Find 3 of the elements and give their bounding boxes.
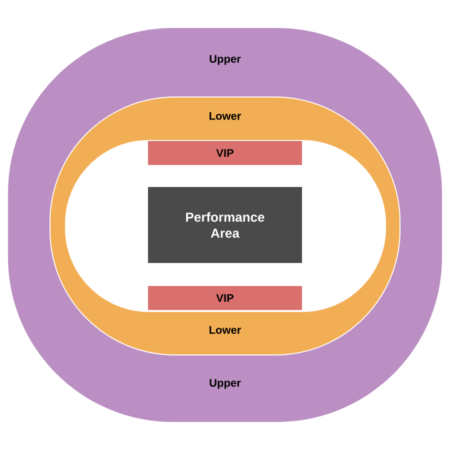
performance-area: Performance Area (148, 187, 302, 263)
vip-seating-section: VIP (148, 286, 302, 310)
vip-seating-section: VIP (148, 141, 302, 165)
